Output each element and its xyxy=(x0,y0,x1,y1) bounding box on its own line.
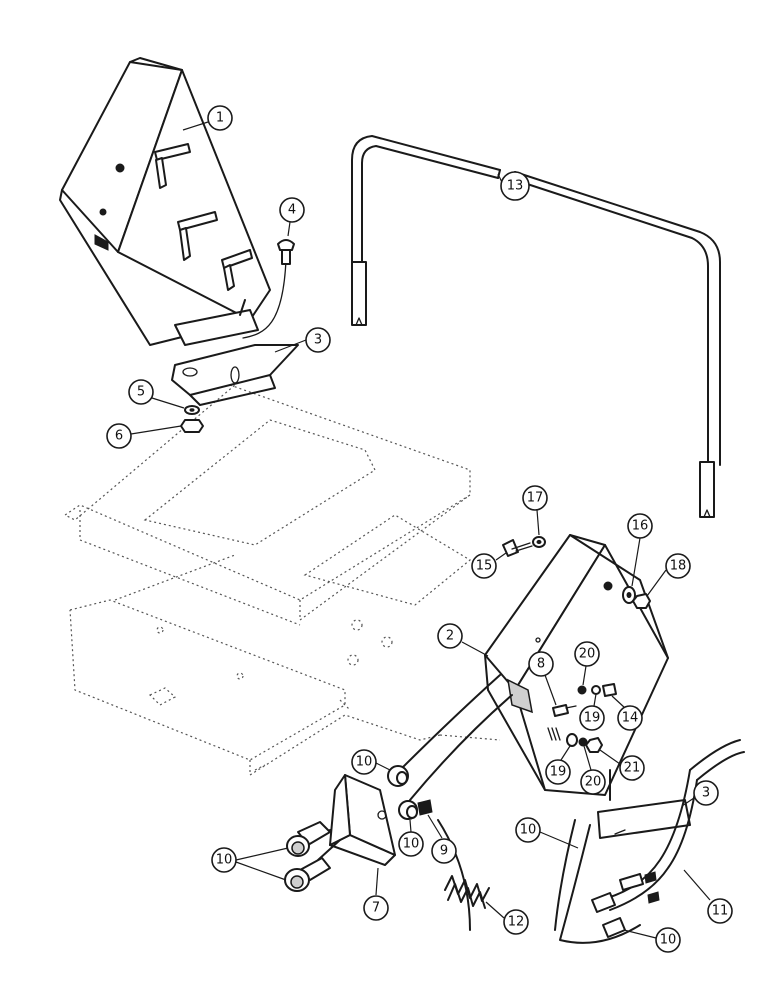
grommet-part-10-lower xyxy=(398,800,418,820)
callout-10-knobs: 10 xyxy=(211,847,289,881)
washer-part-19b xyxy=(566,733,578,747)
callout-7: 7 xyxy=(363,867,389,921)
callout-layer: 1 4 13 3 5 6 17 16 xyxy=(106,105,733,953)
svg-text:3: 3 xyxy=(314,333,322,348)
callout-19-upper: 19 xyxy=(579,693,605,731)
svg-text:10: 10 xyxy=(356,755,373,770)
washer-part-20b xyxy=(578,737,588,747)
spring-part-12 xyxy=(444,875,490,909)
callout-18: 18 xyxy=(646,553,691,597)
svg-text:10: 10 xyxy=(403,837,420,852)
knob-lower xyxy=(284,857,331,892)
svg-text:1: 1 xyxy=(216,111,224,126)
bolt-part-14 xyxy=(602,683,617,697)
callout-12: 12 xyxy=(485,901,529,935)
callout-19-lower: 19 xyxy=(545,745,571,785)
callout-10-grommet-lower: 10 xyxy=(398,819,424,857)
washer-part-20a xyxy=(577,685,587,695)
svg-text:10: 10 xyxy=(520,823,537,838)
svg-text:6: 6 xyxy=(115,429,123,444)
svg-text:8: 8 xyxy=(537,657,545,672)
svg-text:10: 10 xyxy=(660,933,677,948)
callout-2: 2 xyxy=(437,623,489,657)
bolt-part-15 xyxy=(502,539,533,557)
svg-text:18: 18 xyxy=(670,559,687,574)
svg-text:7: 7 xyxy=(372,901,380,916)
floor-plate-outline xyxy=(63,384,501,777)
grommet-part-10-upper xyxy=(387,765,409,787)
svg-text:2: 2 xyxy=(446,629,454,644)
svg-text:19: 19 xyxy=(584,711,601,726)
callout-17: 17 xyxy=(522,485,548,536)
callout-16: 16 xyxy=(627,513,653,587)
callout-3-upper: 3 xyxy=(274,327,331,353)
svg-text:14: 14 xyxy=(622,711,639,726)
svg-text:16: 16 xyxy=(632,519,649,534)
svg-text:15: 15 xyxy=(476,559,493,574)
callout-9: 9 xyxy=(427,814,457,864)
nut-part-6 xyxy=(180,419,204,433)
svg-text:9: 9 xyxy=(440,844,448,859)
svg-text:12: 12 xyxy=(508,915,525,930)
callout-10-connector: 10 xyxy=(623,927,681,953)
knob-upper xyxy=(286,821,331,857)
callout-15: 15 xyxy=(471,552,507,579)
nut-part-18 xyxy=(632,593,651,609)
bolt-part-4 xyxy=(277,239,295,265)
washer-part-5 xyxy=(184,405,200,415)
callout-13: 13 xyxy=(497,171,530,201)
callout-10-cable: 10 xyxy=(515,817,579,849)
svg-text:5: 5 xyxy=(137,385,145,400)
washer-part-16 xyxy=(622,586,636,604)
knob-mount-block xyxy=(309,774,396,866)
upper-left-console xyxy=(59,57,271,346)
callout-4: 4 xyxy=(279,197,305,237)
svg-text:11: 11 xyxy=(712,904,729,919)
callout-14: 14 xyxy=(611,695,643,731)
callout-20-lower: 20 xyxy=(580,745,606,795)
callout-6: 6 xyxy=(106,423,182,449)
control-cables xyxy=(394,674,745,944)
spring-part-12-small xyxy=(547,727,561,741)
hand-rail xyxy=(351,135,721,518)
callout-10-grommet-upper: 10 xyxy=(351,749,391,775)
callout-1: 1 xyxy=(182,105,233,131)
svg-text:13: 13 xyxy=(507,179,524,194)
callout-20-upper: 20 xyxy=(574,641,600,686)
callout-8: 8 xyxy=(528,651,557,706)
washer-part-17 xyxy=(532,536,546,548)
callout-21: 21 xyxy=(599,749,645,781)
nut-part-21 xyxy=(585,737,603,753)
svg-text:20: 20 xyxy=(579,647,596,662)
clip-part-9 xyxy=(417,799,471,931)
callout-5: 5 xyxy=(128,379,185,409)
svg-text:20: 20 xyxy=(585,775,602,790)
svg-text:19: 19 xyxy=(550,765,567,780)
svg-text:3: 3 xyxy=(702,786,710,801)
callout-3-lower: 3 xyxy=(681,780,719,807)
svg-text:21: 21 xyxy=(624,761,641,776)
upper-bracket xyxy=(171,259,299,406)
svg-text:4: 4 xyxy=(288,203,296,218)
washer-part-19a xyxy=(591,685,601,695)
callout-11: 11 xyxy=(683,869,733,924)
screw-part-8 xyxy=(552,704,577,717)
svg-text:17: 17 xyxy=(527,491,544,506)
svg-text:10: 10 xyxy=(216,853,233,868)
